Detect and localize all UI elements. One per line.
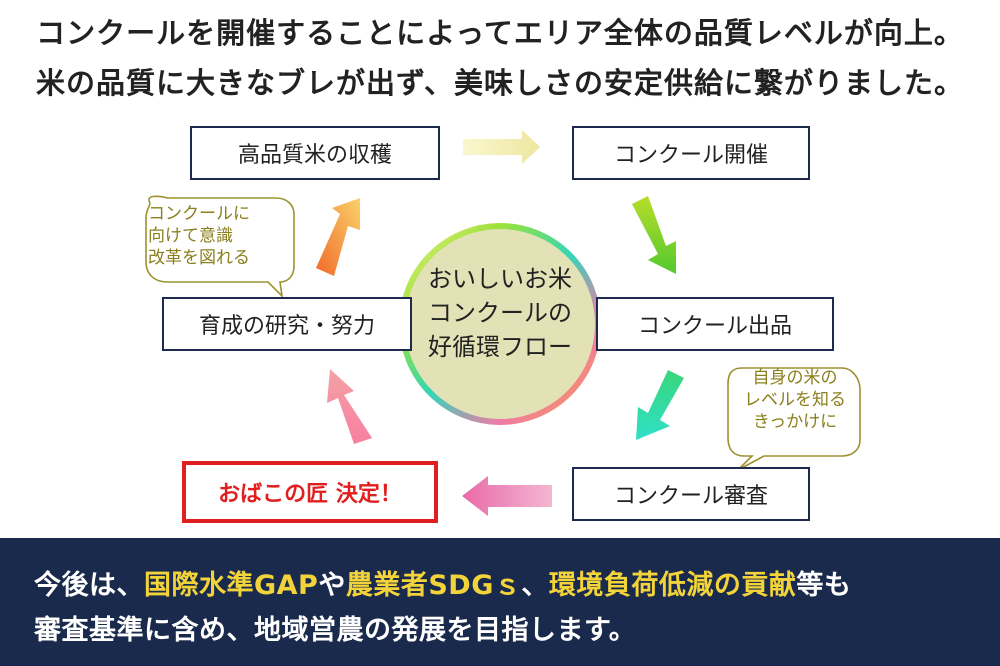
headline-line-1: コンクールを開催することによってエリア全体の品質レベルが向上。: [36, 16, 964, 50]
flow-graphics: [145, 130, 861, 516]
headline-line-2: 米の品質に大きなブレが出ず、美味しさの安定供給に繋がりました。: [36, 66, 964, 100]
step-contest-box: コンクール開催: [572, 126, 810, 180]
arrow-judging-to-decision: [462, 476, 552, 516]
speech-bubble-right: [727, 367, 861, 471]
center-label: おいしいお米 コンクールの 好循環フロー: [400, 262, 600, 364]
step-growth-box: 育成の研究・努力: [162, 297, 412, 351]
note-right-line-2: レベルを知る: [744, 390, 846, 410]
step-judging-box: コンクール審査: [572, 467, 810, 521]
footer-highlight-gap: 国際水準GAP: [144, 570, 319, 601]
arrow-growth-to-harvest: [316, 198, 360, 276]
note-right: 自身の米の レベルを知る きっかけに: [744, 367, 846, 433]
footer-text-segment: 今後は、: [34, 570, 144, 601]
footer-text-segment: や: [318, 570, 346, 601]
note-left: コンクールに 向けて意識 改革を図れる: [148, 203, 250, 269]
note-left-line-2: 向けて意識: [148, 226, 233, 246]
note-right-line-1: 自身の米の: [752, 368, 838, 388]
footer-banner: 今後は、国際水準GAPや農業者SDGｓ、環境負荷低減の貢献等も 審査基準に含め、…: [0, 538, 1000, 666]
step-entry-box: コンクール出品: [596, 297, 834, 351]
note-left-line-3: 改革を図れる: [148, 248, 250, 268]
note-right-line-3: きっかけに: [752, 412, 838, 432]
footer-text-segment: 等も: [796, 570, 852, 601]
speech-bubble-left: [145, 195, 295, 299]
step-decision-box: おばこの匠 決定！: [182, 461, 438, 523]
center-label-line-1: おいしいお米: [428, 265, 572, 293]
footer-highlight-environment: 環境負荷低減の貢献: [548, 570, 797, 601]
footer-line-2: 審査基準に含め、地域営農の発展を目指します。: [34, 615, 637, 646]
center-label-line-2: コンクールの: [428, 299, 572, 327]
center-label-line-3: 好循環フロー: [428, 333, 572, 361]
arrow-contest-to-entry: [632, 196, 676, 274]
arrow-harvest-to-contest: [463, 130, 540, 164]
note-left-line-1: コンクールに: [148, 204, 250, 224]
step-harvest-box: 高品質米の収穫: [190, 126, 440, 180]
footer-line-1: 今後は、国際水準GAPや農業者SDGｓ、環境負荷低減の貢献等も: [34, 563, 1000, 608]
arrow-entry-to-judging: [636, 370, 684, 440]
footer-highlight-sdgs: 農業者SDGｓ: [345, 570, 522, 601]
arrow-decision-to-growth: [327, 369, 372, 444]
footer-text-segment: 、: [521, 570, 549, 601]
